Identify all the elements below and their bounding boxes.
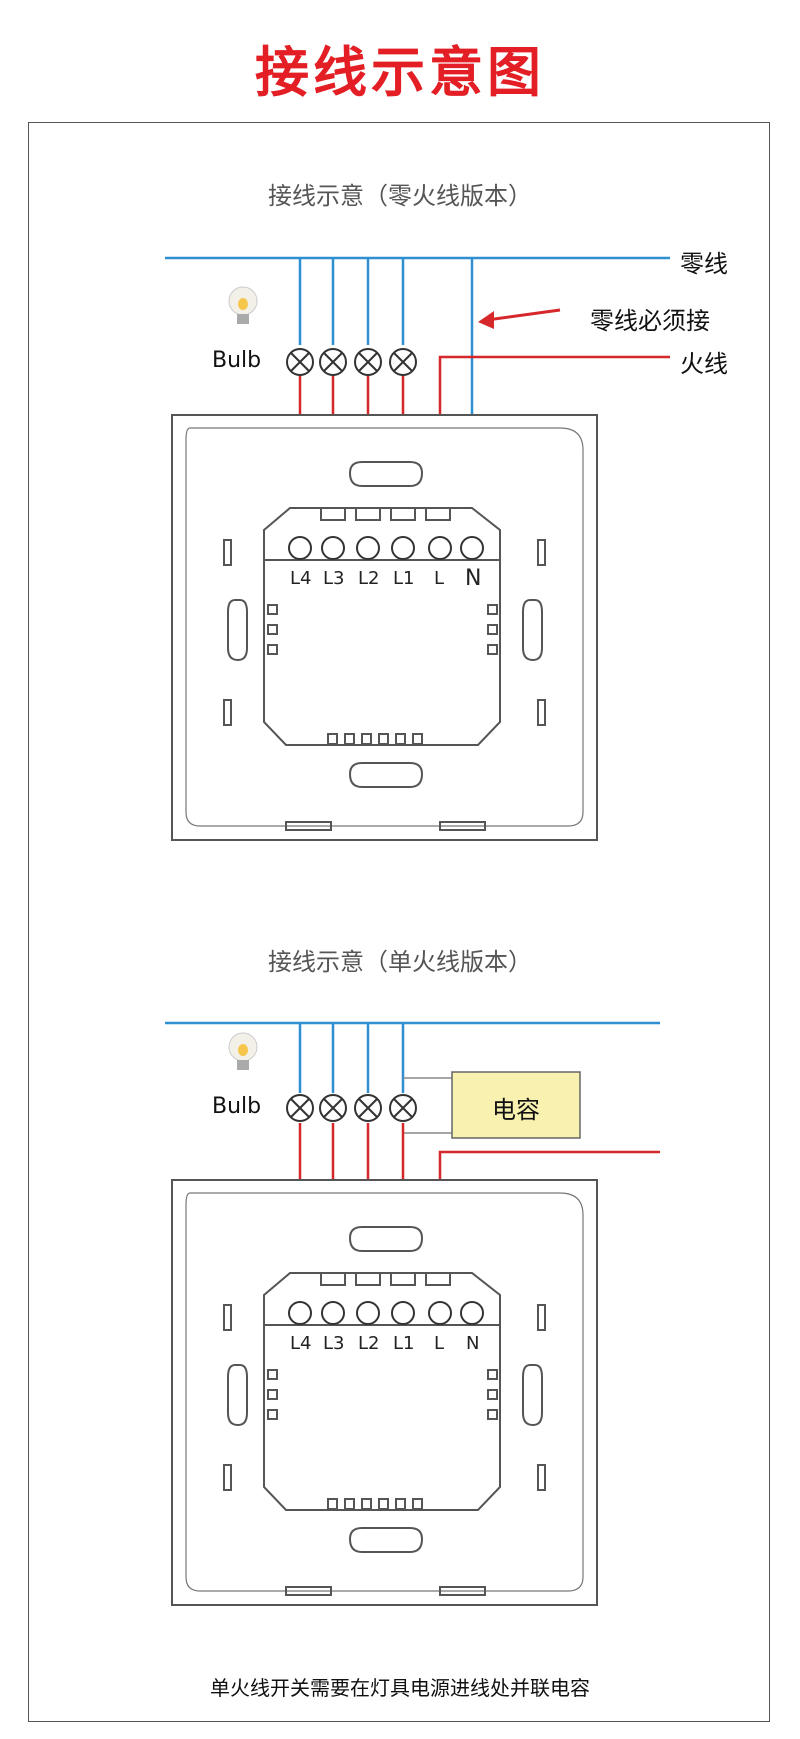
terminal-label-l2: L2 [358,568,380,589]
terminal-label-l: L [434,568,445,589]
terminals-2 [288,1301,484,1325]
bulb-icon [228,286,258,324]
diagram2-wiring [165,1021,660,1313]
terminal2-label-l: L [434,1333,445,1354]
terminal2-label-l4: L4 [290,1333,312,1354]
terminal-label-n: N [465,566,482,591]
arrow-line [486,308,561,322]
terminals-1 [288,536,484,560]
terminal-label-l4: L4 [290,568,312,589]
diagram1-title: 接线示意（零火线版本） [268,182,532,210]
switch-plate-2 [171,1179,598,1606]
terminal-label-l1: L1 [393,568,415,589]
terminal2-label-l1: L1 [393,1333,415,1354]
capacitor-box [451,1071,581,1139]
terminal2-label-l2: L2 [358,1333,380,1354]
live-wire-label: 火线 [680,350,728,378]
bulb-label: Bulb [212,348,262,373]
footer-note: 单火线开关需要在灯具电源进线处并联电容 [210,1676,590,1700]
bulb-icon-2 [228,1032,258,1070]
diagram2-title: 接线示意（单火线版本） [268,948,532,976]
terminal2-label-l3: L3 [323,1333,345,1354]
neutral-required-note: 零线必须接 [590,307,710,335]
arrow-head [478,311,494,329]
lamp-symbols-1 [286,348,417,376]
diagram-frame [28,122,770,1722]
capacitor-label: 电容 [492,1096,540,1124]
page-title: 接线示意图 [255,41,545,104]
terminal-label-l3: L3 [323,568,345,589]
neutral-wire-label: 零线 [680,250,728,278]
lamp-symbols-2 [286,1094,417,1122]
terminal2-label-n: N [466,1333,480,1354]
switch-plate-1 [171,414,598,841]
bulb-label-2: Bulb [212,1094,262,1119]
